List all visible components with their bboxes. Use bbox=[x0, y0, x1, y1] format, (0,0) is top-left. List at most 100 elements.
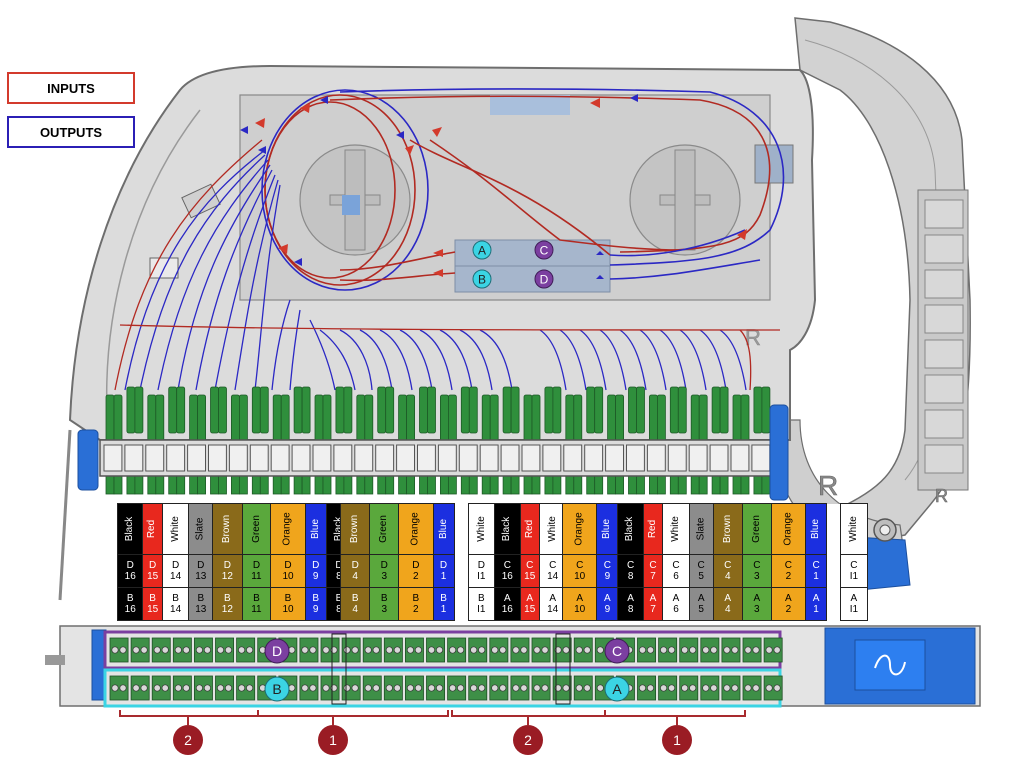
port-number: 9 bbox=[604, 604, 611, 615]
port-letter: A bbox=[526, 593, 534, 604]
port-ferrule bbox=[710, 646, 718, 654]
port-number: 10 bbox=[282, 604, 294, 615]
lc-connector bbox=[293, 386, 303, 434]
lc-connector-rear bbox=[636, 475, 645, 495]
adapter-panel bbox=[58, 404, 789, 601]
port-number: I1 bbox=[849, 604, 859, 615]
lc-connector bbox=[719, 386, 729, 434]
side-port bbox=[426, 675, 446, 701]
port-number: 14 bbox=[547, 571, 559, 582]
side-port bbox=[299, 675, 319, 701]
lc-connector bbox=[113, 394, 123, 442]
lc-connector-rear bbox=[677, 475, 687, 495]
lc-connector bbox=[502, 386, 512, 434]
lc-connector bbox=[398, 394, 408, 442]
port-number: 2 bbox=[413, 571, 419, 582]
lc-connector-rear bbox=[238, 475, 248, 495]
port-letter: A bbox=[503, 593, 511, 604]
port-letter: B bbox=[351, 593, 359, 604]
port-ferrule bbox=[393, 646, 401, 654]
side-port-label-d: D bbox=[272, 643, 282, 659]
port-letter: B bbox=[253, 593, 260, 604]
port-ferrule bbox=[470, 684, 478, 692]
fiber-color-cell: Red bbox=[142, 503, 163, 555]
adapter-slot bbox=[228, 444, 248, 472]
fiber-color-cell: Slate bbox=[688, 503, 714, 555]
fiber-color-cell: White bbox=[840, 503, 868, 555]
fiber-color-cell bbox=[454, 503, 469, 555]
side-port bbox=[700, 675, 720, 701]
port-ferrule bbox=[153, 684, 161, 692]
port-ferrule bbox=[744, 646, 752, 654]
port-letter: C bbox=[603, 560, 611, 571]
side-port-label-c: C bbox=[612, 643, 622, 659]
r-mark-2: R bbox=[818, 470, 838, 501]
port-ferrule bbox=[596, 646, 604, 654]
port-ferrule bbox=[393, 684, 401, 692]
lc-connector-rear bbox=[690, 475, 700, 495]
lc-connector-rear bbox=[732, 475, 742, 495]
adapter-slot bbox=[417, 444, 436, 472]
lc-connector bbox=[105, 394, 115, 442]
fiber-color-cell: Green bbox=[241, 503, 272, 555]
port-number: 12 bbox=[221, 571, 233, 582]
port-letter: A bbox=[549, 593, 557, 604]
port-ferrule bbox=[457, 684, 465, 692]
fiber-color-name: Blue bbox=[437, 518, 449, 540]
fiber-color-name: White bbox=[847, 516, 859, 542]
port-ferrule bbox=[478, 646, 486, 654]
fiber-color-name: Brown bbox=[221, 514, 233, 544]
lc-connector bbox=[155, 394, 165, 442]
port-number: 11 bbox=[251, 604, 262, 615]
port-number: 6 bbox=[673, 604, 679, 615]
fiber-color-cell: White bbox=[467, 503, 496, 555]
lc-connector bbox=[698, 394, 708, 442]
group-marker-1a: 1 bbox=[329, 732, 337, 748]
lc-connector bbox=[523, 394, 533, 442]
port-number: 3 bbox=[754, 604, 760, 615]
port-ferrule bbox=[182, 684, 190, 692]
fiber-color-name: Blue bbox=[309, 518, 321, 540]
port-ferrule bbox=[132, 646, 140, 654]
port-ferrule bbox=[533, 646, 541, 654]
fiber-routing bbox=[114, 88, 785, 391]
adapter-slot bbox=[375, 444, 395, 472]
lc-connector-rear bbox=[230, 475, 240, 495]
port-number: 9 bbox=[604, 571, 611, 582]
port-number: 8 bbox=[336, 571, 342, 582]
fiber-color-name: Green bbox=[750, 515, 762, 543]
side-port bbox=[320, 637, 340, 663]
lc-connector bbox=[406, 394, 416, 442]
fiber-color-cell: White bbox=[662, 503, 690, 555]
port-number: 7 bbox=[650, 571, 656, 582]
lc-connector-rear bbox=[615, 475, 624, 495]
port-letter: A bbox=[627, 593, 634, 604]
splice-ports-top: A C B D bbox=[472, 240, 554, 289]
port-ferrule bbox=[414, 646, 422, 654]
port-ferrule bbox=[723, 646, 731, 654]
side-port bbox=[573, 637, 593, 663]
lc-connector-rear bbox=[259, 475, 269, 495]
lc-connector-rear bbox=[565, 475, 575, 495]
side-port bbox=[658, 675, 678, 701]
port-ferrule bbox=[224, 646, 233, 654]
lc-connector-rear bbox=[272, 475, 282, 495]
side-port bbox=[130, 675, 150, 701]
side-port bbox=[552, 675, 572, 701]
fiber-color-cell: Orange bbox=[561, 503, 598, 555]
adapter-slot bbox=[751, 444, 771, 472]
lc-connector-rear bbox=[155, 475, 165, 495]
lc-connector-rear bbox=[301, 475, 311, 495]
port-ferrule bbox=[681, 684, 689, 692]
port-ferrule bbox=[562, 646, 570, 654]
lc-connector bbox=[168, 386, 178, 434]
